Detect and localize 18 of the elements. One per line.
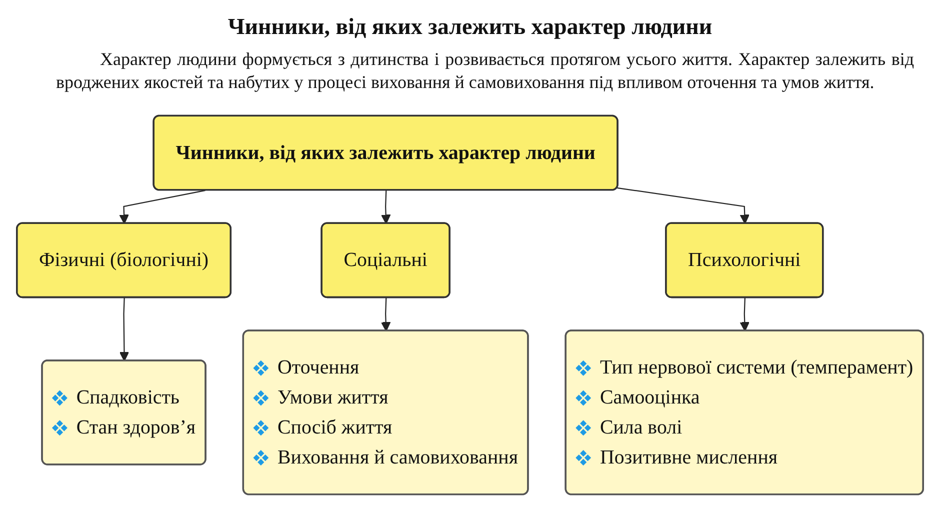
arrow [119, 190, 206, 224]
intro-paragraph: Характер людини формується з дитинства і розвивається протягом усього життя. Характер залежить від вроджених якостей та набутих у процесі виховання й самовиховання під впливом оточення та умов життя. [55, 48, 914, 94]
title: Чинники, від яких залежить характер людини [226, 14, 714, 40]
list-item: Позитивне мислення [600, 444, 778, 470]
arrow [380, 298, 391, 332]
list-item: Стан здоров’я [76, 414, 196, 440]
list-item: Сила волі [600, 414, 682, 440]
list-item: Спадковість [76, 384, 180, 410]
arrow [380, 190, 391, 224]
list-item: Оточення [278, 354, 360, 380]
list-item: Умови життя [278, 384, 388, 410]
arrow [617, 187, 750, 224]
list-item: Самооцінка [600, 384, 700, 410]
arrow [119, 298, 130, 362]
list-item: Виховання й самовиховання [278, 444, 518, 470]
list-item: Тип нервової системи (темперамент) [600, 354, 914, 380]
arrow [740, 298, 750, 332]
list-item: Спосіб життя [278, 414, 392, 440]
